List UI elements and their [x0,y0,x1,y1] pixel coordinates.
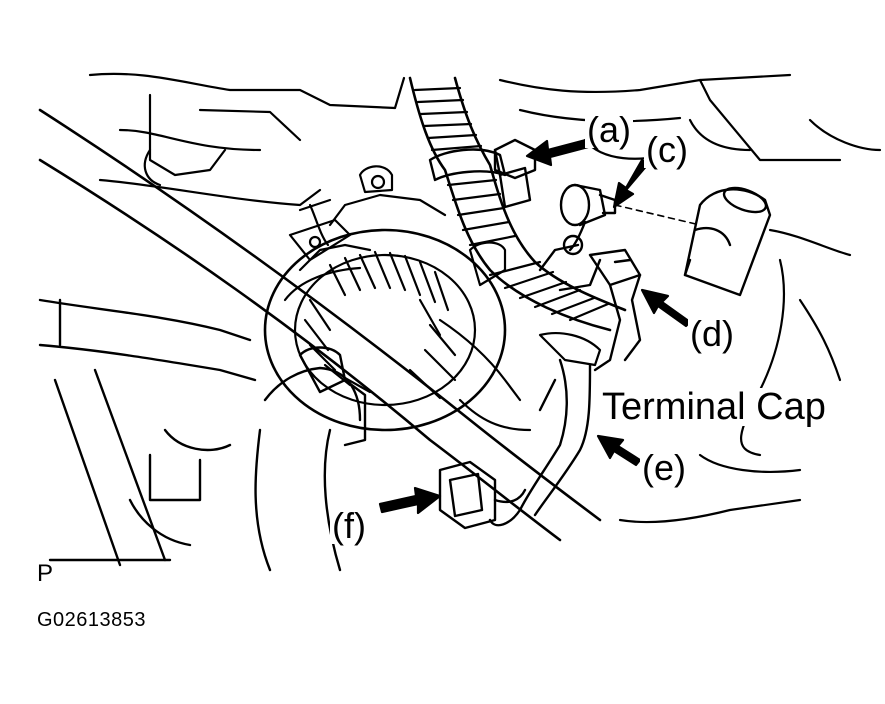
alignment-dashed-line [614,204,701,226]
terminal-cap [683,186,772,297]
alternator [263,165,532,432]
left-pipe [48,368,232,567]
arrow-e [596,434,642,467]
frame-rail [38,108,602,542]
callout-f: (f) [330,505,368,546]
callout-a: (a) [585,109,633,150]
engine-background-structure [88,72,882,524]
connector-f [438,460,527,530]
wire-harness-corrugated [408,76,627,367]
arrow-f [378,486,442,515]
cross-member [38,298,257,382]
terminal-stud-c [559,183,617,256]
arrow-a [525,138,590,167]
connector-a [493,138,537,209]
connector-d [588,248,642,372]
leader-arrows [378,138,692,515]
callout-c: (c) [644,129,690,170]
figure-id: G02613853 [35,609,149,631]
callout-d: (d) [688,313,736,354]
view-indicator-p: P [35,560,56,587]
callout-e: (e) [640,447,688,488]
left-hose [254,346,367,572]
arrow-d [640,288,692,328]
terminal-cap-label: Terminal Cap [600,386,828,428]
arrow-c [612,158,650,209]
wire-harness-lower [488,243,602,527]
